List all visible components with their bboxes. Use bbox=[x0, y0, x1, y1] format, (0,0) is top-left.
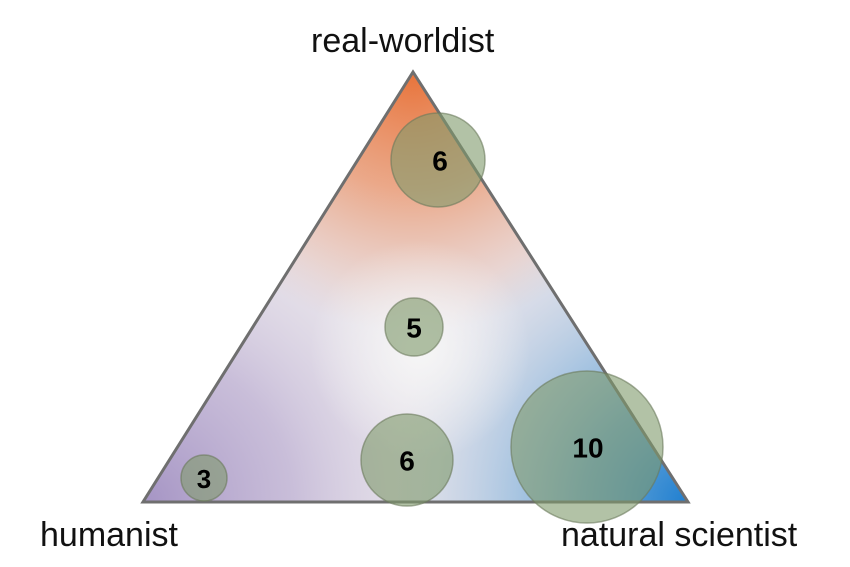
bubble-bottom-left-label: 3 bbox=[197, 464, 211, 494]
bubble-bottom-left: 3 bbox=[180, 454, 228, 502]
bubble-bottom-right: 10 bbox=[510, 370, 664, 524]
bubble-center-label: 5 bbox=[406, 313, 422, 344]
bubble-bottom-right-label: 10 bbox=[572, 433, 603, 464]
bubble-center: 5 bbox=[384, 297, 444, 357]
vertex-label-natural-scientist: natural scientist bbox=[561, 516, 798, 554]
vertex-label-humanist: humanist bbox=[40, 516, 178, 554]
vertex-label-real-worldist: real-worldist bbox=[311, 22, 495, 60]
bubble-bottom-middle-label: 6 bbox=[399, 446, 415, 477]
bubble-top: 6 bbox=[390, 112, 486, 208]
bubble-bottom-middle: 6 bbox=[360, 413, 454, 507]
bubble-top-label: 6 bbox=[432, 146, 448, 177]
